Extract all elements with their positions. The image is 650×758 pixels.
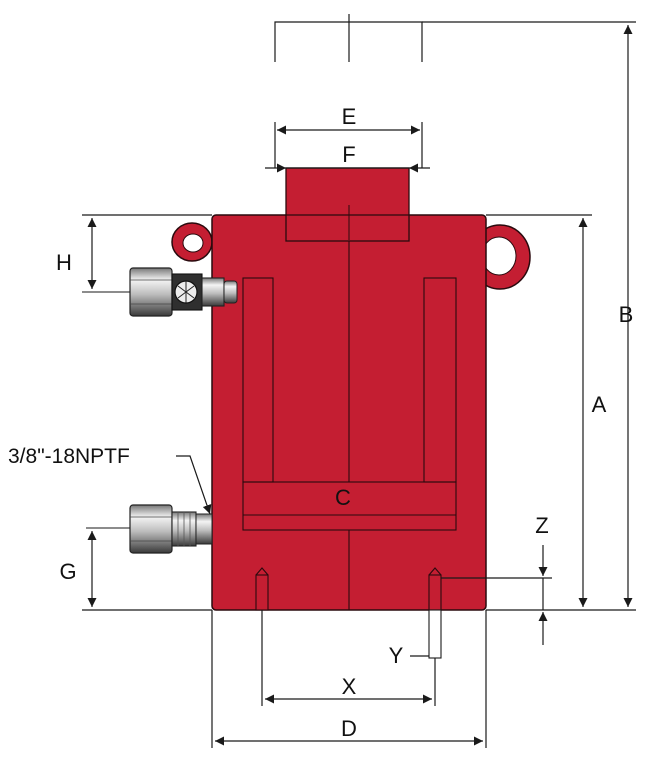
label-c: C bbox=[335, 485, 351, 510]
left-lifting-eye bbox=[171, 222, 213, 262]
label-b: B bbox=[619, 302, 634, 327]
label-d: D bbox=[341, 716, 357, 741]
label-f: F bbox=[342, 142, 355, 167]
plunger-saddle bbox=[285, 167, 410, 242]
label-x: X bbox=[342, 674, 357, 699]
lower-coupler bbox=[86, 504, 213, 554]
label-z: Z bbox=[535, 513, 548, 538]
label-h: H bbox=[56, 250, 72, 275]
hidden-lines bbox=[242, 215, 457, 610]
dimension-lines bbox=[82, 14, 636, 748]
label-a: A bbox=[592, 392, 607, 417]
label-e: E bbox=[342, 104, 357, 129]
upper-coupler bbox=[82, 267, 238, 317]
label-g: G bbox=[59, 559, 76, 584]
mounting-hole-right bbox=[428, 567, 442, 659]
label-port: 3/8"-18NPTF bbox=[8, 445, 130, 468]
label-y: Y bbox=[389, 643, 404, 668]
